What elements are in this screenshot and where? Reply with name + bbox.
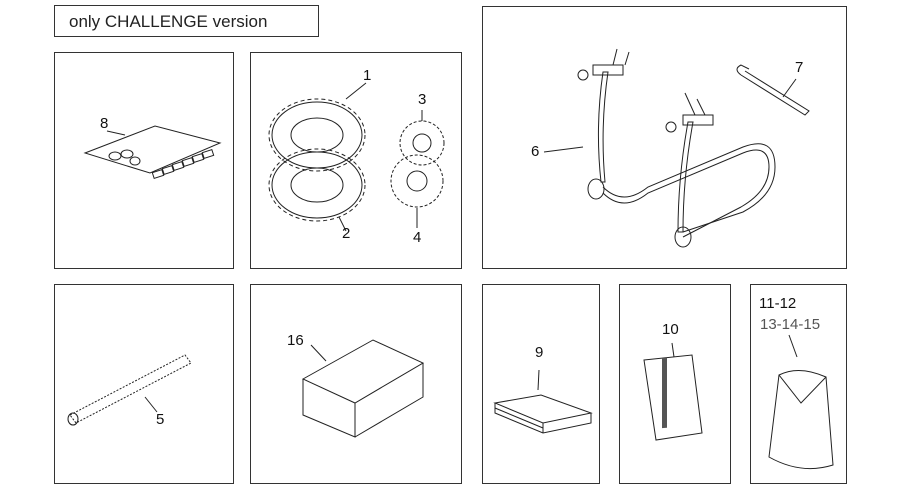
part-number-1: 1	[363, 67, 372, 84]
panel-bag: 11-12 13-14-15	[750, 284, 847, 484]
version-title: only CHALLENGE version	[54, 5, 319, 37]
panel-paddock-stand: 6 7	[482, 6, 847, 269]
manual-icon	[643, 342, 703, 441]
part-number-8: 8	[100, 115, 109, 132]
part-number-10: 10	[662, 321, 679, 338]
hose-icon	[67, 354, 192, 426]
bag-icon	[768, 334, 834, 470]
panel-manual-10: 10	[619, 284, 731, 484]
panel-manual-9: 9	[482, 284, 600, 484]
part-number-7: 7	[795, 59, 804, 76]
part-number-11-12: 11-12	[759, 295, 797, 312]
manual-icon	[493, 369, 593, 434]
part-number-2: 2	[342, 225, 351, 242]
chain-kit-icon	[83, 125, 222, 180]
part-number-5: 5	[156, 411, 165, 428]
panel-sprockets: 1 3 2 4	[250, 52, 462, 269]
box-icon	[301, 339, 425, 438]
part-number-3: 3	[418, 91, 427, 108]
part-number-16: 16	[287, 332, 304, 349]
part-number-6: 6	[531, 143, 540, 160]
panel-box: 16	[250, 284, 462, 484]
part-number-4: 4	[413, 229, 422, 246]
sprocket-set-icon	[268, 82, 445, 232]
panel-hose: 5	[54, 284, 234, 484]
panel-chain-kit: 8	[54, 52, 234, 269]
paddock-stand-icon	[543, 48, 810, 248]
part-number-9: 9	[535, 344, 544, 361]
part-number-13-14-15: 13-14-15	[760, 316, 821, 333]
